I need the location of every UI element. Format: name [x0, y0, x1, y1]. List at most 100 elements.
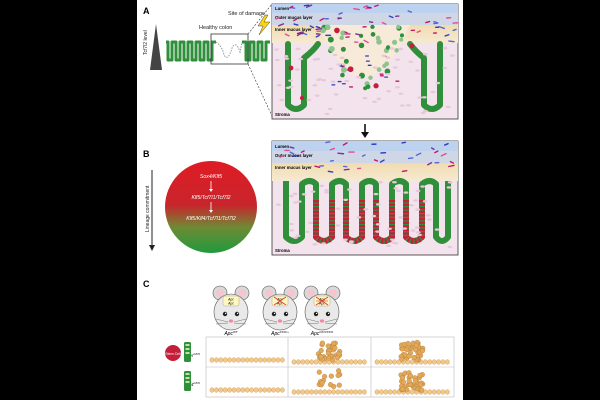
bacterium	[345, 36, 350, 38]
stroma-cell	[298, 57, 304, 61]
damaged-cell	[343, 58, 349, 64]
epithelial-cell	[296, 359, 301, 365]
site-of-damage-label: Site of damage	[228, 11, 265, 17]
damaged-cell	[376, 67, 382, 72]
epithelial-cell	[387, 359, 393, 365]
stroma-cell	[396, 189, 401, 193]
invading-bacterium	[341, 83, 346, 85]
stroma-cell	[312, 243, 318, 246]
stroma-cell	[276, 203, 281, 206]
stroma-cell	[434, 228, 440, 231]
stroma-cell	[289, 229, 295, 232]
bacterium	[353, 7, 360, 11]
damaged-cell	[324, 24, 331, 31]
bacterium	[371, 143, 377, 145]
stroma-cell	[447, 245, 453, 249]
bacterium	[284, 149, 290, 152]
stroma-cell	[292, 192, 298, 196]
stroma-cell	[327, 107, 333, 111]
bacterium	[292, 154, 299, 157]
damaged-cell	[376, 39, 382, 45]
epithelial-cell	[227, 357, 232, 363]
mouse-allele-1: Apc	[276, 298, 283, 302]
epithelial-cell	[275, 387, 281, 393]
bacterium	[434, 150, 439, 154]
bacterium	[407, 157, 414, 160]
tumor-cell	[413, 342, 419, 348]
epithelial-cell	[427, 359, 433, 365]
stroma-cell	[310, 190, 316, 193]
bacterium	[316, 30, 321, 32]
epithelial-cell	[335, 359, 341, 365]
bacterium	[356, 167, 362, 170]
tumor-cell	[401, 341, 407, 347]
stroma-cell	[376, 97, 382, 101]
epithelial-cell	[374, 389, 380, 395]
lumen-band-b	[272, 141, 458, 151]
stroma-cell	[316, 78, 322, 82]
stroma-cell	[274, 58, 280, 62]
stem-cell-a3	[300, 96, 304, 100]
bacterium	[355, 33, 360, 36]
bacterium	[368, 21, 374, 23]
stroma-cell	[321, 79, 327, 82]
stroma-cell	[420, 185, 426, 188]
epithelial-cell	[266, 387, 272, 393]
stroma-cell	[312, 84, 318, 87]
epithelial-cell	[249, 387, 254, 393]
stroma-cell	[415, 69, 420, 72]
stroma-cell	[393, 187, 399, 190]
stroma-cell	[314, 94, 320, 97]
bacterium	[329, 147, 336, 151]
tumor-cell	[321, 373, 328, 380]
stroma-cell	[363, 208, 369, 211]
stroma-cell	[288, 194, 294, 198]
tumor-cell	[399, 356, 405, 362]
bacterium	[342, 142, 348, 146]
epithelial-cell	[357, 389, 363, 395]
tumor-cell	[336, 382, 342, 388]
tumor-cell	[319, 380, 325, 386]
epithelial-cell	[218, 357, 224, 363]
epithelial-cell	[280, 357, 285, 363]
epithelial-cell	[362, 359, 367, 365]
bacterium	[452, 22, 459, 24]
tcf7l2-level-triangle	[150, 24, 162, 70]
stroma-cell	[372, 66, 378, 69]
stroma-cells-a	[274, 46, 455, 116]
epithelial-cell	[409, 359, 415, 365]
tumor-cell	[411, 355, 417, 361]
invading-bacterium	[346, 69, 351, 71]
bacterium	[289, 151, 295, 155]
bacterium	[315, 28, 323, 31]
epithelial-cell	[392, 389, 397, 395]
tumor-cell	[406, 353, 412, 359]
stem-cell-a2	[409, 43, 415, 49]
epithelial-cell	[431, 359, 437, 365]
epithelial-cell	[271, 357, 276, 363]
epithelial-cell	[313, 359, 319, 365]
stroma-cell	[295, 234, 301, 238]
tumor-cell	[331, 340, 337, 346]
stroma-cell	[446, 186, 452, 189]
bacterium	[416, 30, 422, 33]
stroma-cell	[315, 57, 321, 61]
lineage-commitment-label: Lineage commitment	[145, 185, 151, 232]
epithelial-cell	[335, 389, 341, 395]
epithelial-cell	[374, 359, 380, 365]
stroma-cell	[402, 227, 407, 230]
stroma-label-a: Stroma	[275, 112, 290, 117]
epithelial-cell	[387, 389, 393, 395]
damaged-cell	[399, 33, 404, 38]
invading-bacterium	[349, 86, 354, 88]
epithelial-cell	[423, 389, 428, 395]
invading-bacterium	[337, 80, 342, 83]
tumor-cell	[316, 369, 322, 375]
epithelial-cell	[291, 359, 297, 365]
bacterium	[319, 17, 325, 22]
bacterium	[445, 17, 452, 19]
